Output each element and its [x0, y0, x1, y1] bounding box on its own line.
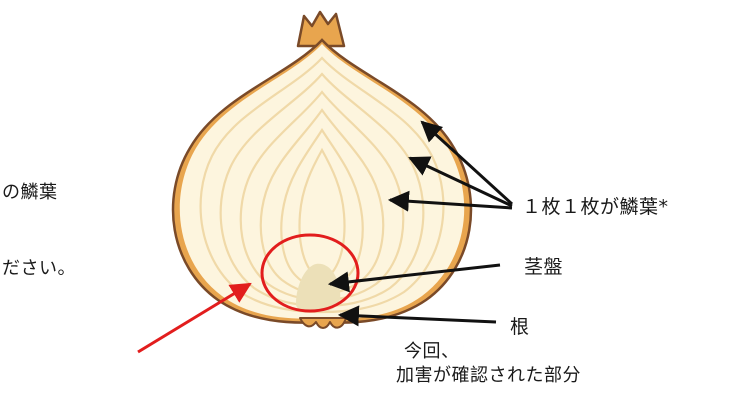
label-cut-left-1: の鱗葉: [2, 182, 58, 204]
label-damage-line-1: 今回、: [404, 341, 460, 363]
label-cut-left-2: ださい。: [2, 258, 76, 280]
label-root: 根: [510, 316, 530, 338]
label-scale-leaf: １枚１枚が鱗葉*: [522, 196, 669, 218]
label-damage-line-2: 加害が確認された部分: [396, 365, 581, 387]
label-stem-plate: 茎盤: [524, 256, 563, 278]
onion-roots: [300, 318, 346, 328]
arrow-damage: [138, 284, 250, 352]
